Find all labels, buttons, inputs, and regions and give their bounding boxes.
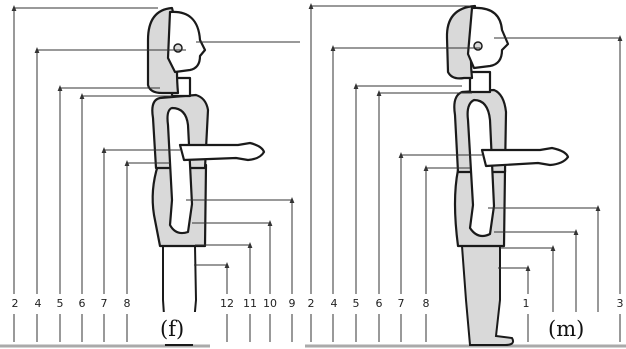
female-label-2: 2	[12, 297, 19, 310]
female-label-5: 5	[57, 297, 64, 310]
female-label-10: 10	[263, 297, 277, 310]
male-label-7: 7	[398, 297, 405, 310]
female-label-11: 11	[243, 297, 257, 310]
male-legs	[460, 245, 515, 346]
male-label-1: 1	[523, 297, 530, 310]
male-neck	[468, 70, 492, 94]
male-label-8: 8	[423, 297, 430, 310]
male-figure	[445, 4, 570, 346]
female-label-9: 9	[289, 297, 296, 310]
male-label-6: 6	[376, 297, 383, 310]
male-label-4: 4	[331, 297, 338, 310]
male-panel-label: (m)	[548, 317, 584, 341]
female-label-4: 4	[35, 297, 42, 310]
female-face	[166, 10, 207, 74]
female-panel-label: (f)	[160, 317, 184, 341]
female-measure-lines-right	[186, 197, 295, 342]
female-label-8: 8	[124, 297, 131, 310]
male-face	[466, 6, 510, 70]
female-arm	[166, 106, 194, 235]
male-panel: 2 4 5 6 7 8 1 3 (m)	[303, 3, 626, 348]
female-forearm	[178, 141, 266, 162]
female-label-7: 7	[101, 297, 108, 310]
male-measure-lines-right	[488, 35, 623, 342]
male-forearm	[480, 146, 570, 168]
female-ear	[173, 43, 183, 53]
male-label-5: 5	[353, 297, 360, 310]
male-arm	[466, 98, 496, 238]
male-label-3: 3	[617, 297, 624, 310]
male-ear	[473, 41, 483, 51]
male-measure-lines-left	[308, 3, 482, 342]
female-label-12: 12	[220, 297, 234, 310]
male-label-2: 2	[308, 297, 315, 310]
female-label-6: 6	[79, 297, 86, 310]
female-panel: 2 4 5 6 7 8 12 11 10 9 (f)	[0, 5, 300, 348]
